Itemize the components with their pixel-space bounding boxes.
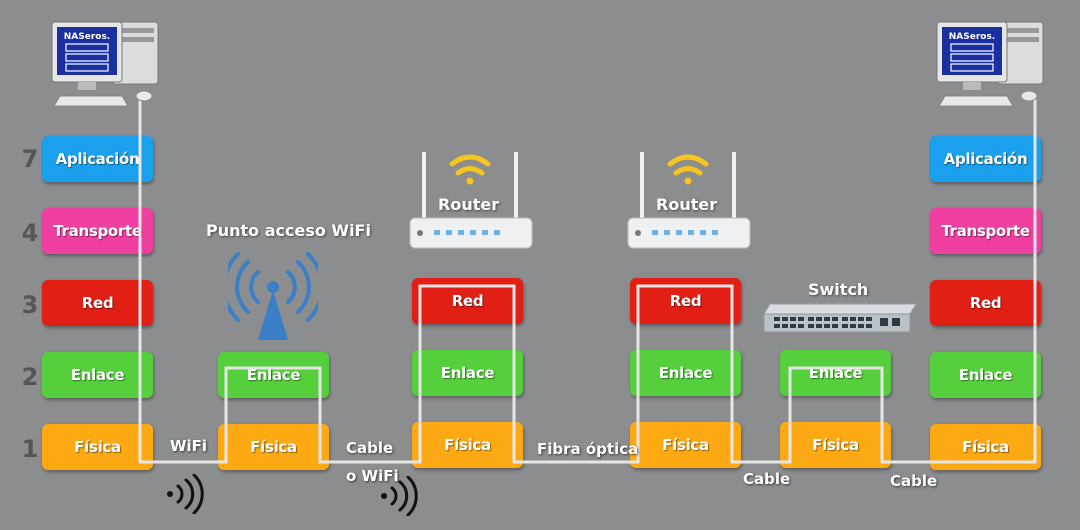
layer-number-1: 1 xyxy=(21,435,39,463)
router1-enlace-box: Enlace xyxy=(412,350,523,396)
left-enlace-box: Enlace xyxy=(42,352,153,398)
link-label-cable-2: Cable xyxy=(743,470,791,488)
layer-number-3: 3 xyxy=(21,291,39,319)
link-label-o-wifi: o WiFi xyxy=(346,467,399,485)
link-label-wifi: WiFi xyxy=(170,437,208,455)
link-label-fibra: Fibra óptica xyxy=(537,440,639,458)
wireless-signal-icon-1 xyxy=(167,474,204,514)
router2-label: Router xyxy=(656,195,718,214)
switch-label: Switch xyxy=(808,280,869,299)
router1-red-box: Red xyxy=(412,278,523,324)
left-transporte-box: Transporte xyxy=(42,208,153,254)
right-aplicacion-box: Aplicación xyxy=(930,136,1041,182)
router1-label: Router xyxy=(438,195,500,214)
ap-enlace-box: Enlace xyxy=(218,352,329,398)
router-icon-1 xyxy=(409,152,533,249)
ap-fisica-box: Física xyxy=(218,424,329,470)
left-aplicacion-box: Aplicación xyxy=(42,136,153,182)
right-fisica-box: Física xyxy=(930,424,1041,470)
layer-number-4: 4 xyxy=(21,219,39,247)
switch-fisica-box: Física xyxy=(780,422,891,468)
right-transporte-box: Transporte xyxy=(930,208,1041,254)
pc-right-screen-text: NASeros. xyxy=(949,32,995,42)
layer-number-7: 7 xyxy=(21,145,39,173)
switch-enlace-box: Enlace xyxy=(780,350,891,396)
router1-fisica-box: Física xyxy=(412,422,523,468)
router2-fisica-box: Física xyxy=(630,422,741,468)
wireless-signal-icon-2 xyxy=(381,476,418,516)
router2-red-box: Red xyxy=(630,278,741,324)
router2-enlace-box: Enlace xyxy=(630,350,741,396)
router-icon-2 xyxy=(627,152,751,249)
left-fisica-box: Física xyxy=(42,424,153,470)
pc-left-screen-text: NASeros. xyxy=(64,32,110,42)
access-point-label: Punto acceso WiFi xyxy=(206,221,371,240)
antenna-icon xyxy=(228,252,318,340)
right-red-box: Red xyxy=(930,280,1041,326)
link-label-cable: Cable xyxy=(346,439,394,457)
switch-icon xyxy=(763,303,917,333)
link-label-cable-3: Cable xyxy=(890,472,938,490)
computer-icon-right: NASeros. xyxy=(936,21,1044,107)
computer-icon-left: NASeros. xyxy=(51,21,159,107)
right-enlace-box: Enlace xyxy=(930,352,1041,398)
left-red-box: Red xyxy=(42,280,153,326)
layer-number-2: 2 xyxy=(21,363,39,391)
